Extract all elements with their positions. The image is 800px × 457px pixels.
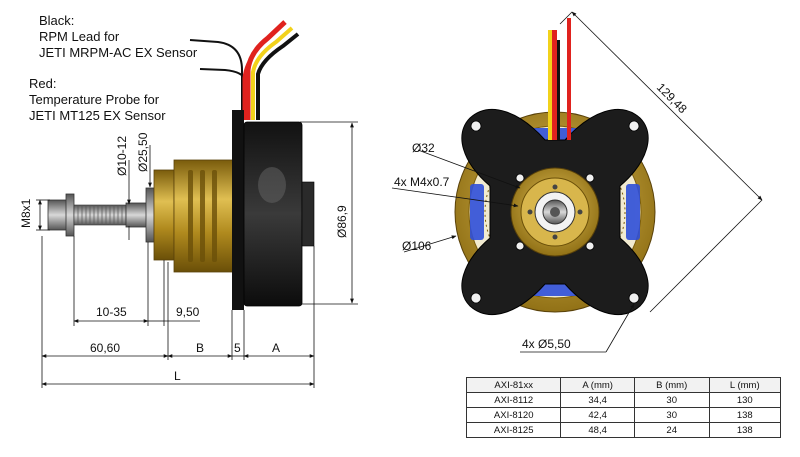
side-view: M8x1 Ø10-12 Ø25,50 Ø86,9 10-35 9,50 60,6… — [19, 20, 358, 388]
col-l: L (mm) — [708, 377, 782, 393]
dim-motor-dia: Ø86,9 — [335, 205, 349, 238]
dim-adjust-range: 10-35 — [96, 305, 127, 319]
col-b: B (mm) — [633, 377, 710, 393]
dim-5: 5 — [234, 341, 241, 355]
dim-l: L — [174, 369, 181, 383]
cell-b: 30 — [633, 392, 710, 408]
table-header-row: AXI-81xx A (mm) B (mm) L (mm) — [465, 377, 782, 393]
table-row: AXI-8125 48,4 24 138 — [465, 422, 782, 438]
dim-b: B — [196, 341, 204, 355]
red-lead-note: Red: Temperature Probe for JETI MT125 EX… — [29, 76, 166, 124]
cell-b: 24 — [633, 422, 710, 438]
cell-model: AXI-8120 — [465, 407, 562, 423]
dim-bore-dia: Ø32 — [412, 141, 435, 155]
cell-l: 138 — [708, 407, 782, 423]
table-row: AXI-8120 42,4 30 138 — [465, 407, 782, 423]
cell-l: 138 — [708, 422, 782, 438]
dim-mount-holes: 4x Ø5,50 — [522, 337, 571, 351]
red-lead-line2: JETI MT125 EX Sensor — [29, 108, 166, 123]
col-model: AXI-81xx — [465, 377, 562, 393]
black-lead-title: Black: — [39, 13, 75, 28]
washer — [65, 193, 75, 237]
dim-bolt-circle: Ø106 — [402, 239, 432, 253]
nut — [47, 199, 69, 231]
shaft-adapter — [125, 202, 149, 228]
red-lead-title: Red: — [29, 76, 57, 91]
dim-front-len: 60,60 — [90, 341, 120, 355]
cell-a: 42,4 — [560, 407, 635, 423]
dim-shaft-dia: Ø10-12 — [115, 136, 129, 176]
front-collar — [153, 169, 175, 261]
black-lead-note: Black: RPM Lead for JETI MRPM-AC EX Sens… — [39, 13, 197, 61]
black-lead-line2: JETI MRPM-AC EX Sensor — [39, 45, 198, 60]
dim-flange: 9,50 — [176, 305, 200, 319]
spec-table: AXI-81xx A (mm) B (mm) L (mm) AXI-8112 3… — [465, 377, 782, 438]
cell-model: AXI-8112 — [465, 392, 562, 408]
table-row: AXI-8112 34,4 30 130 — [465, 392, 782, 408]
black-lead-line1: RPM Lead for — [39, 29, 120, 44]
front-housing — [173, 159, 239, 273]
mount-plate — [232, 110, 244, 310]
cell-a: 34,4 — [560, 392, 635, 408]
rear-cap — [301, 181, 315, 247]
dim-threads: 4x M4x0.7 — [394, 175, 450, 189]
motor-bell — [243, 121, 303, 307]
col-a: A (mm) — [560, 377, 635, 393]
red-lead-line1: Temperature Probe for — [29, 92, 160, 107]
cell-a: 48,4 — [560, 422, 635, 438]
dim-a: A — [272, 341, 280, 355]
cell-b: 30 — [633, 407, 710, 423]
cell-l: 130 — [708, 392, 782, 408]
prop-washer — [145, 187, 155, 243]
dim-collar-dia: Ø25,50 — [136, 132, 150, 172]
front-view: 129,48 Ø32 4x M4x0.7 Ø106 4x Ø5,50 — [391, 11, 763, 353]
dim-thread: M8x1 — [19, 198, 33, 228]
cell-model: AXI-8125 — [465, 422, 562, 438]
